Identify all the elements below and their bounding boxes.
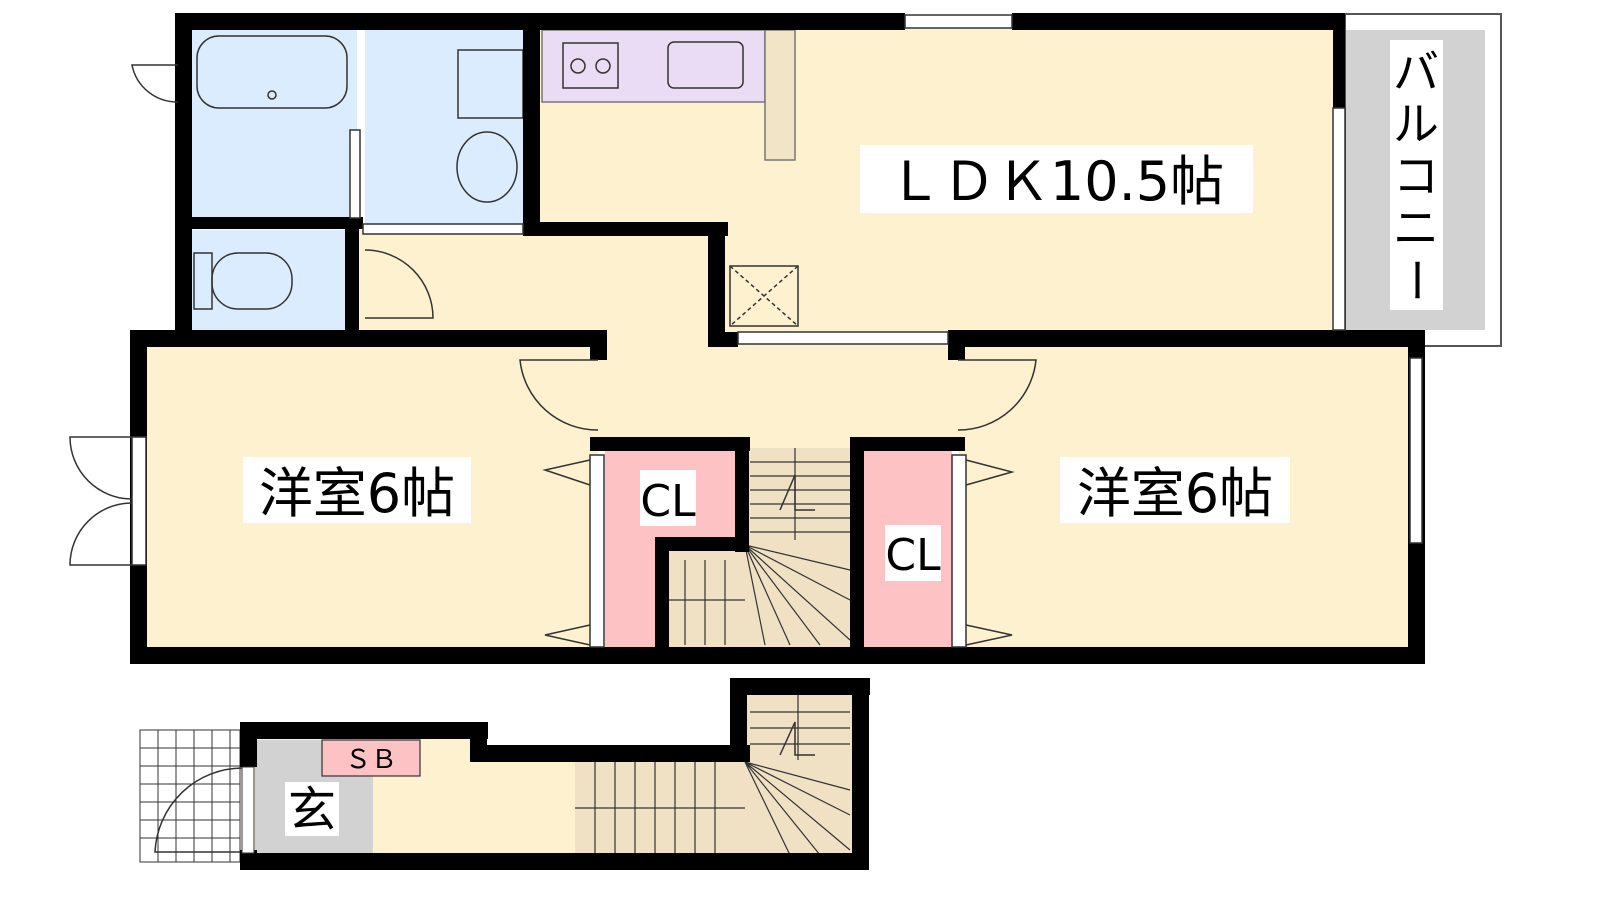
staircase-upper bbox=[665, 448, 855, 655]
washroom bbox=[365, 22, 530, 230]
window-right-room bbox=[1409, 357, 1423, 544]
burner-icon bbox=[595, 58, 611, 74]
staircase-lower bbox=[575, 695, 852, 855]
balcony-label-4: ニ bbox=[1393, 201, 1439, 255]
sink bbox=[456, 131, 518, 203]
bathtub-drain bbox=[267, 90, 277, 100]
balcony-label-2: ル bbox=[1393, 97, 1439, 151]
burner-icon bbox=[570, 58, 586, 74]
entry-tile-area bbox=[139, 729, 241, 863]
window-left-room bbox=[131, 436, 147, 566]
kitchen-counter bbox=[541, 29, 766, 103]
door-toilet bbox=[364, 249, 434, 319]
closet-left bbox=[605, 448, 740, 655]
lower-floor bbox=[139, 678, 870, 870]
fixtures bbox=[193, 35, 799, 327]
entrance-door bbox=[154, 767, 243, 853]
window-balcony bbox=[1332, 107, 1346, 331]
balcony-label-3: コ bbox=[1393, 149, 1439, 203]
door-bath-exterior bbox=[131, 64, 179, 103]
western-room-left-label: 洋室6帖 bbox=[259, 462, 455, 525]
hallway bbox=[357, 230, 722, 340]
balcony-label-1: バ bbox=[1393, 45, 1439, 99]
door-left-room bbox=[519, 359, 599, 431]
western-room-right-label: 洋室6帖 bbox=[1077, 462, 1273, 525]
kitchen-sink bbox=[667, 41, 744, 89]
ceiling-hatch-x bbox=[729, 265, 799, 327]
window-ldk-top bbox=[904, 14, 1013, 29]
closet-left-label: CL bbox=[640, 476, 696, 527]
labels: ＬＤＫ10.5帖 バ ル コ ニ ー 洋室6帖 洋室6帖 CL CL ＳＢ 玄 bbox=[243, 40, 1443, 838]
room-fills bbox=[140, 13, 1502, 655]
stair-treads bbox=[665, 448, 851, 646]
shoe-box bbox=[321, 739, 421, 777]
bathroom bbox=[190, 22, 357, 222]
door-left-room-window bbox=[69, 436, 133, 566]
entrance-label: 玄 bbox=[288, 782, 336, 838]
ceiling-hatch bbox=[729, 265, 799, 327]
stove bbox=[562, 42, 619, 89]
toilet bbox=[190, 230, 357, 332]
door-right-room bbox=[957, 359, 1037, 431]
ldk-label: ＬＤＫ10.5帖 bbox=[888, 150, 1224, 213]
hallway-lower bbox=[598, 330, 958, 448]
balcony-label-5: ー bbox=[1389, 257, 1443, 303]
doors-windows bbox=[69, 14, 1423, 648]
shoe-box-label: ＳＢ bbox=[345, 745, 397, 775]
closet-right-label: CL bbox=[885, 530, 941, 581]
bathtub bbox=[196, 35, 348, 109]
toilet-tank bbox=[193, 252, 213, 310]
kitchen-partition bbox=[764, 29, 796, 161]
